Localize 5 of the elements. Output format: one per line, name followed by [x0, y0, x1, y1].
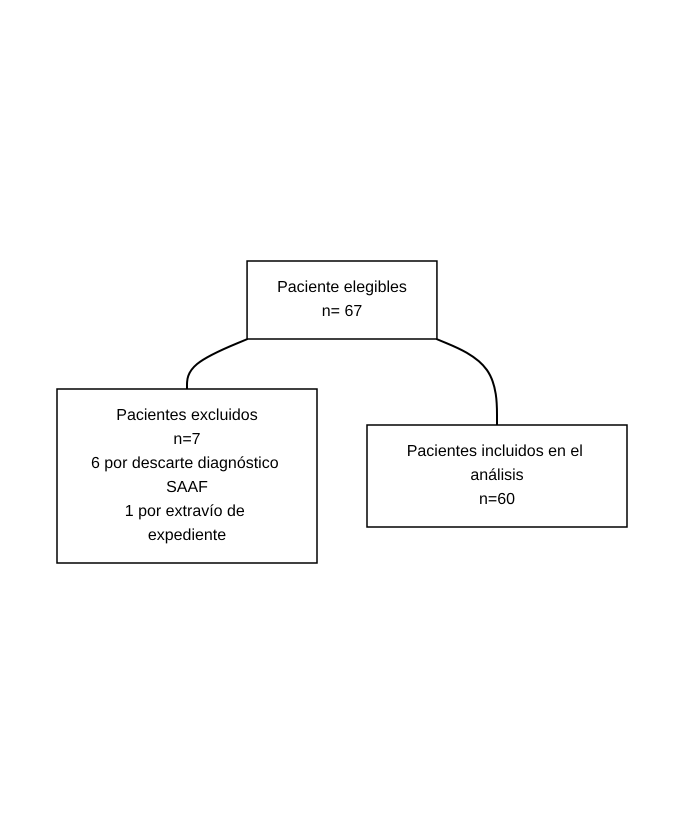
connector — [436, 338, 498, 424]
node-box: Pacientes excluidos n=7 6 por descarte diagnóstico SAAF 1 por extravío de expediente — [56, 388, 318, 564]
connector — [186, 338, 248, 388]
node-box: Pacientes incluidos en el análisis n=60 — [366, 424, 628, 528]
node-box: Paciente elegibles n= 67 — [246, 260, 438, 340]
